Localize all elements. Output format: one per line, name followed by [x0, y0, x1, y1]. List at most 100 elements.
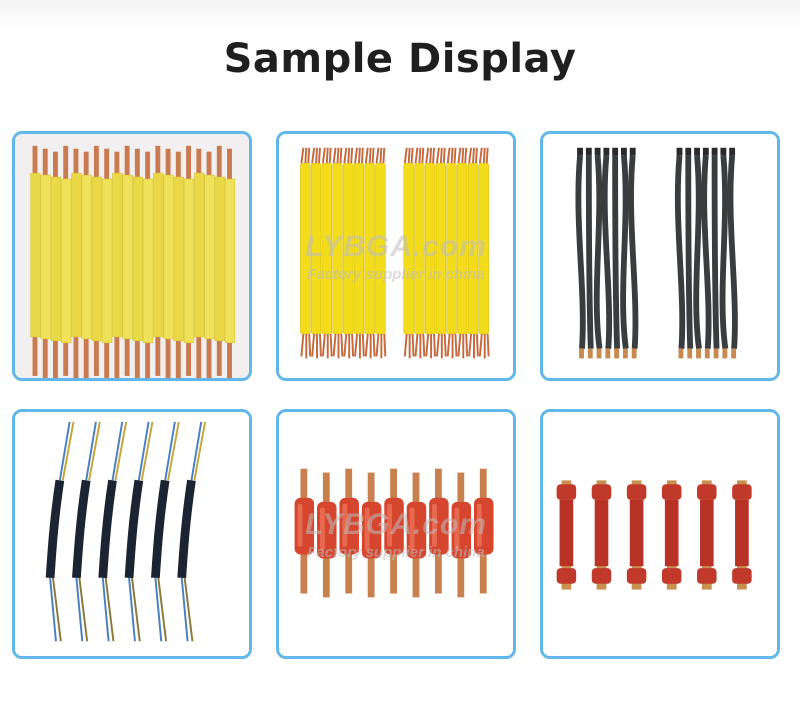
sample-card-black-wires[interactable] [540, 131, 780, 381]
yellow-insulation [364, 163, 375, 335]
yellow-core [140, 421, 154, 481]
copper-strands-bottom [354, 333, 365, 359]
yellow-insulation [375, 163, 386, 335]
copper-end [614, 348, 620, 359]
yellow-insulation [353, 163, 365, 335]
terminal-highlight [297, 503, 303, 547]
copper-end [596, 348, 602, 359]
wire-tip [694, 147, 700, 156]
red-sleeve-cap-top [697, 484, 717, 500]
yellow-insulation [91, 176, 103, 342]
yellow-insulation [81, 174, 92, 340]
yellow-insulation [478, 163, 489, 335]
yellow-core [88, 421, 101, 481]
copper-end [696, 348, 701, 359]
yellow-insulation [40, 174, 51, 340]
copper-end [713, 348, 719, 359]
page-title: Sample Display [223, 36, 577, 82]
copper-strands-bottom [332, 333, 344, 359]
yellow-wire-sample-2-image [279, 134, 513, 378]
copper-strands-bottom [403, 333, 415, 359]
yellow-insulation [446, 163, 457, 335]
black-wire [612, 155, 621, 349]
blue-core [101, 577, 110, 642]
blue-core [164, 421, 176, 481]
terminal-highlight [432, 503, 437, 547]
black-wire [593, 155, 603, 350]
black-sheath [72, 479, 91, 579]
top-band [0, 0, 800, 30]
red-sleeve-cap-bottom [661, 568, 682, 584]
yellow-insulation [173, 176, 184, 342]
red-sleeve-cap-top [556, 484, 577, 500]
wire-tip [612, 147, 619, 156]
copper-strands-bottom [414, 333, 426, 359]
brown-core [78, 577, 89, 642]
copper-strands-top [457, 147, 468, 164]
red-sleeve-body [559, 499, 574, 567]
yellow-insulation [61, 178, 72, 344]
yellow-insulation [142, 178, 154, 344]
copper-strands-bottom [321, 333, 333, 359]
terminal-highlight [342, 503, 348, 547]
red-sleeve-cap-bottom [591, 568, 612, 584]
copper-end [605, 348, 611, 359]
brown-core [131, 577, 141, 642]
blue-core [180, 577, 189, 642]
brown-core [104, 577, 115, 642]
wire-tip [577, 147, 583, 156]
red-sleeve-body [594, 499, 609, 567]
black-sheath [45, 479, 65, 579]
black-wire [711, 155, 720, 349]
wire-tip [720, 147, 727, 156]
copper-strands-bottom [375, 333, 387, 359]
wire-tip [585, 147, 592, 156]
copper-strands-bottom [457, 333, 469, 359]
copper-strands-top [311, 147, 321, 164]
yellow-insulation [204, 174, 215, 340]
wire-tip [676, 147, 683, 156]
blue-core [190, 421, 203, 481]
red-terminal [429, 497, 449, 555]
sample-card-sheathed-cables[interactable] [12, 409, 252, 659]
red-sleeve-body [664, 499, 679, 567]
blue-core [75, 577, 84, 642]
red-sleeve-cap-top [661, 484, 682, 500]
terminal-highlight [476, 503, 482, 547]
copper-strands-top [321, 147, 332, 164]
yellow-wire-sample-1-image [15, 134, 249, 378]
red-sleeve-cap-bottom [556, 568, 577, 584]
yellow-insulation [457, 163, 468, 335]
copper-strands-top [478, 147, 489, 164]
wire-tip [629, 147, 636, 156]
sample-card-red-sleeves[interactable] [540, 409, 780, 659]
red-terminal [317, 501, 337, 559]
copper-strands-top [446, 147, 457, 164]
yellow-core [61, 421, 75, 481]
sample-card-yellow-wires-1[interactable] [12, 131, 252, 381]
red-sleeve-body [699, 499, 714, 567]
yellow-insulation [343, 163, 354, 335]
blue-core [111, 421, 124, 481]
red-sleeve-body [629, 499, 644, 567]
black-wire [575, 155, 586, 349]
copper-end [622, 348, 628, 359]
yellow-insulation [183, 178, 195, 344]
yellow-insulation [321, 163, 332, 335]
black-wire [685, 155, 694, 349]
yellow-insulation [435, 163, 447, 335]
terminal-highlight [364, 507, 370, 551]
copper-strands-top [354, 147, 364, 164]
black-wire [693, 155, 702, 350]
yellow-insulation [414, 163, 425, 335]
red-sleeve-cap-top [591, 484, 612, 500]
copper-strands-top [300, 147, 311, 164]
copper-strands-bottom [343, 333, 355, 359]
wire-tip [603, 147, 610, 156]
copper-strands-top [375, 147, 386, 164]
copper-strands-bottom [468, 333, 479, 359]
sample-card-red-terminals[interactable]: LYBGA.com Factory supplier in china [276, 409, 516, 659]
wire-tip [711, 147, 718, 156]
sample-card-yellow-wires-2[interactable]: LYBGA.com Factory supplier in china [276, 131, 516, 381]
black-wire [719, 155, 729, 350]
